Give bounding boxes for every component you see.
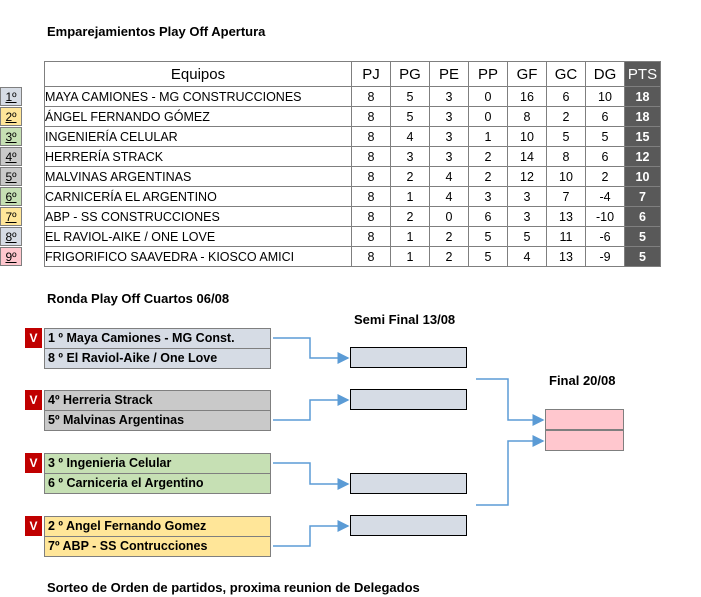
quarters-title: Ronda Play Off Cuartos 06/08: [47, 291, 230, 306]
winner-mark-2: V: [25, 390, 42, 410]
standings-table: Equipos PJ PG PE PP GF GC DG PTS MAYA CA…: [44, 61, 661, 267]
stat-pts: 5: [624, 226, 661, 247]
team-name: MALVINAS ARGENTINAS: [44, 166, 352, 187]
team-name: MAYA CAMIONES - MG CONSTRUCCIONES: [44, 86, 352, 107]
header-pj: PJ: [351, 61, 391, 87]
position-badge-8: 8º: [0, 227, 22, 246]
position-badge-5: 5º: [0, 167, 22, 186]
position-badge-4: 4º: [0, 147, 22, 166]
position-badge-7: 7º: [0, 207, 22, 226]
position-badge-1: 1º: [0, 87, 22, 106]
match-1-top: 1 º Maya Camiones - MG Const.: [44, 328, 271, 349]
semi-title: Semi Final 13/08: [354, 312, 456, 327]
winner-mark-4: V: [25, 516, 42, 536]
footer-note: Sorteo de Orden de partidos, proxima reu…: [47, 580, 420, 595]
arrow-q3-s3: [273, 462, 350, 490]
position-badge-9: 9º: [0, 247, 22, 266]
arrow-q4-s4: [273, 520, 350, 547]
stat-gc: 13: [546, 246, 586, 267]
semi-slot-1: [350, 347, 467, 368]
stat-pts: 12: [624, 146, 661, 167]
stat-pts: 15: [624, 126, 661, 147]
match-2-top: 4º Herreria Strack: [44, 390, 271, 411]
stat-dg: -10: [585, 206, 625, 227]
match-1-bottom: 8 º El Raviol-Aike / One Love: [44, 348, 271, 369]
header-gf: GF: [507, 61, 547, 87]
stat-gc: 10: [546, 166, 586, 187]
team-name: FRIGORIFICO SAAVEDRA - KIOSCO AMICI: [44, 246, 352, 267]
stat-pts: 18: [624, 106, 661, 127]
arrow-q1-s1: [273, 337, 350, 364]
winner-mark-3: V: [25, 453, 42, 473]
stat-pts: 6: [624, 206, 661, 227]
stat-pts: 18: [624, 86, 661, 107]
page-title: Emparejamientos Play Off Apertura: [47, 24, 266, 39]
position-badge-6: 6º: [0, 187, 22, 206]
arrow-q2-s2: [273, 394, 350, 421]
match-4-bottom: 7º ABP - SS Contrucciones: [44, 536, 271, 557]
match-2-bottom: 5º Malvinas Argentinas: [44, 410, 271, 431]
stat-gf: 10: [507, 126, 547, 147]
stat-gf: 4: [507, 246, 547, 267]
stat-pts: 7: [624, 186, 661, 207]
arrow-s-f2: [476, 435, 545, 506]
stat-pts: 5: [624, 246, 661, 267]
arrow-s-f1: [476, 378, 545, 426]
final-slot-1: [545, 409, 624, 430]
final-slot-2: [545, 430, 624, 451]
position-badge-3: 3º: [0, 127, 22, 146]
semi-slot-4: [350, 515, 467, 536]
match-4-top: 2 º Angel Fernando Gomez: [44, 516, 271, 537]
match-3-bottom: 6 º Carniceria el Argentino: [44, 473, 271, 494]
header-pg: PG: [390, 61, 430, 87]
final-title: Final 20/08: [549, 373, 616, 388]
position-badge-2: 2º: [0, 107, 22, 126]
team-name: ABP - SS CONSTRUCCIONES: [44, 206, 352, 227]
winner-mark-1: V: [25, 328, 42, 348]
match-3-top: 3 º Ingenieria Celular: [44, 453, 271, 474]
semi-slot-2: [350, 389, 467, 410]
semi-slot-3: [350, 473, 467, 494]
